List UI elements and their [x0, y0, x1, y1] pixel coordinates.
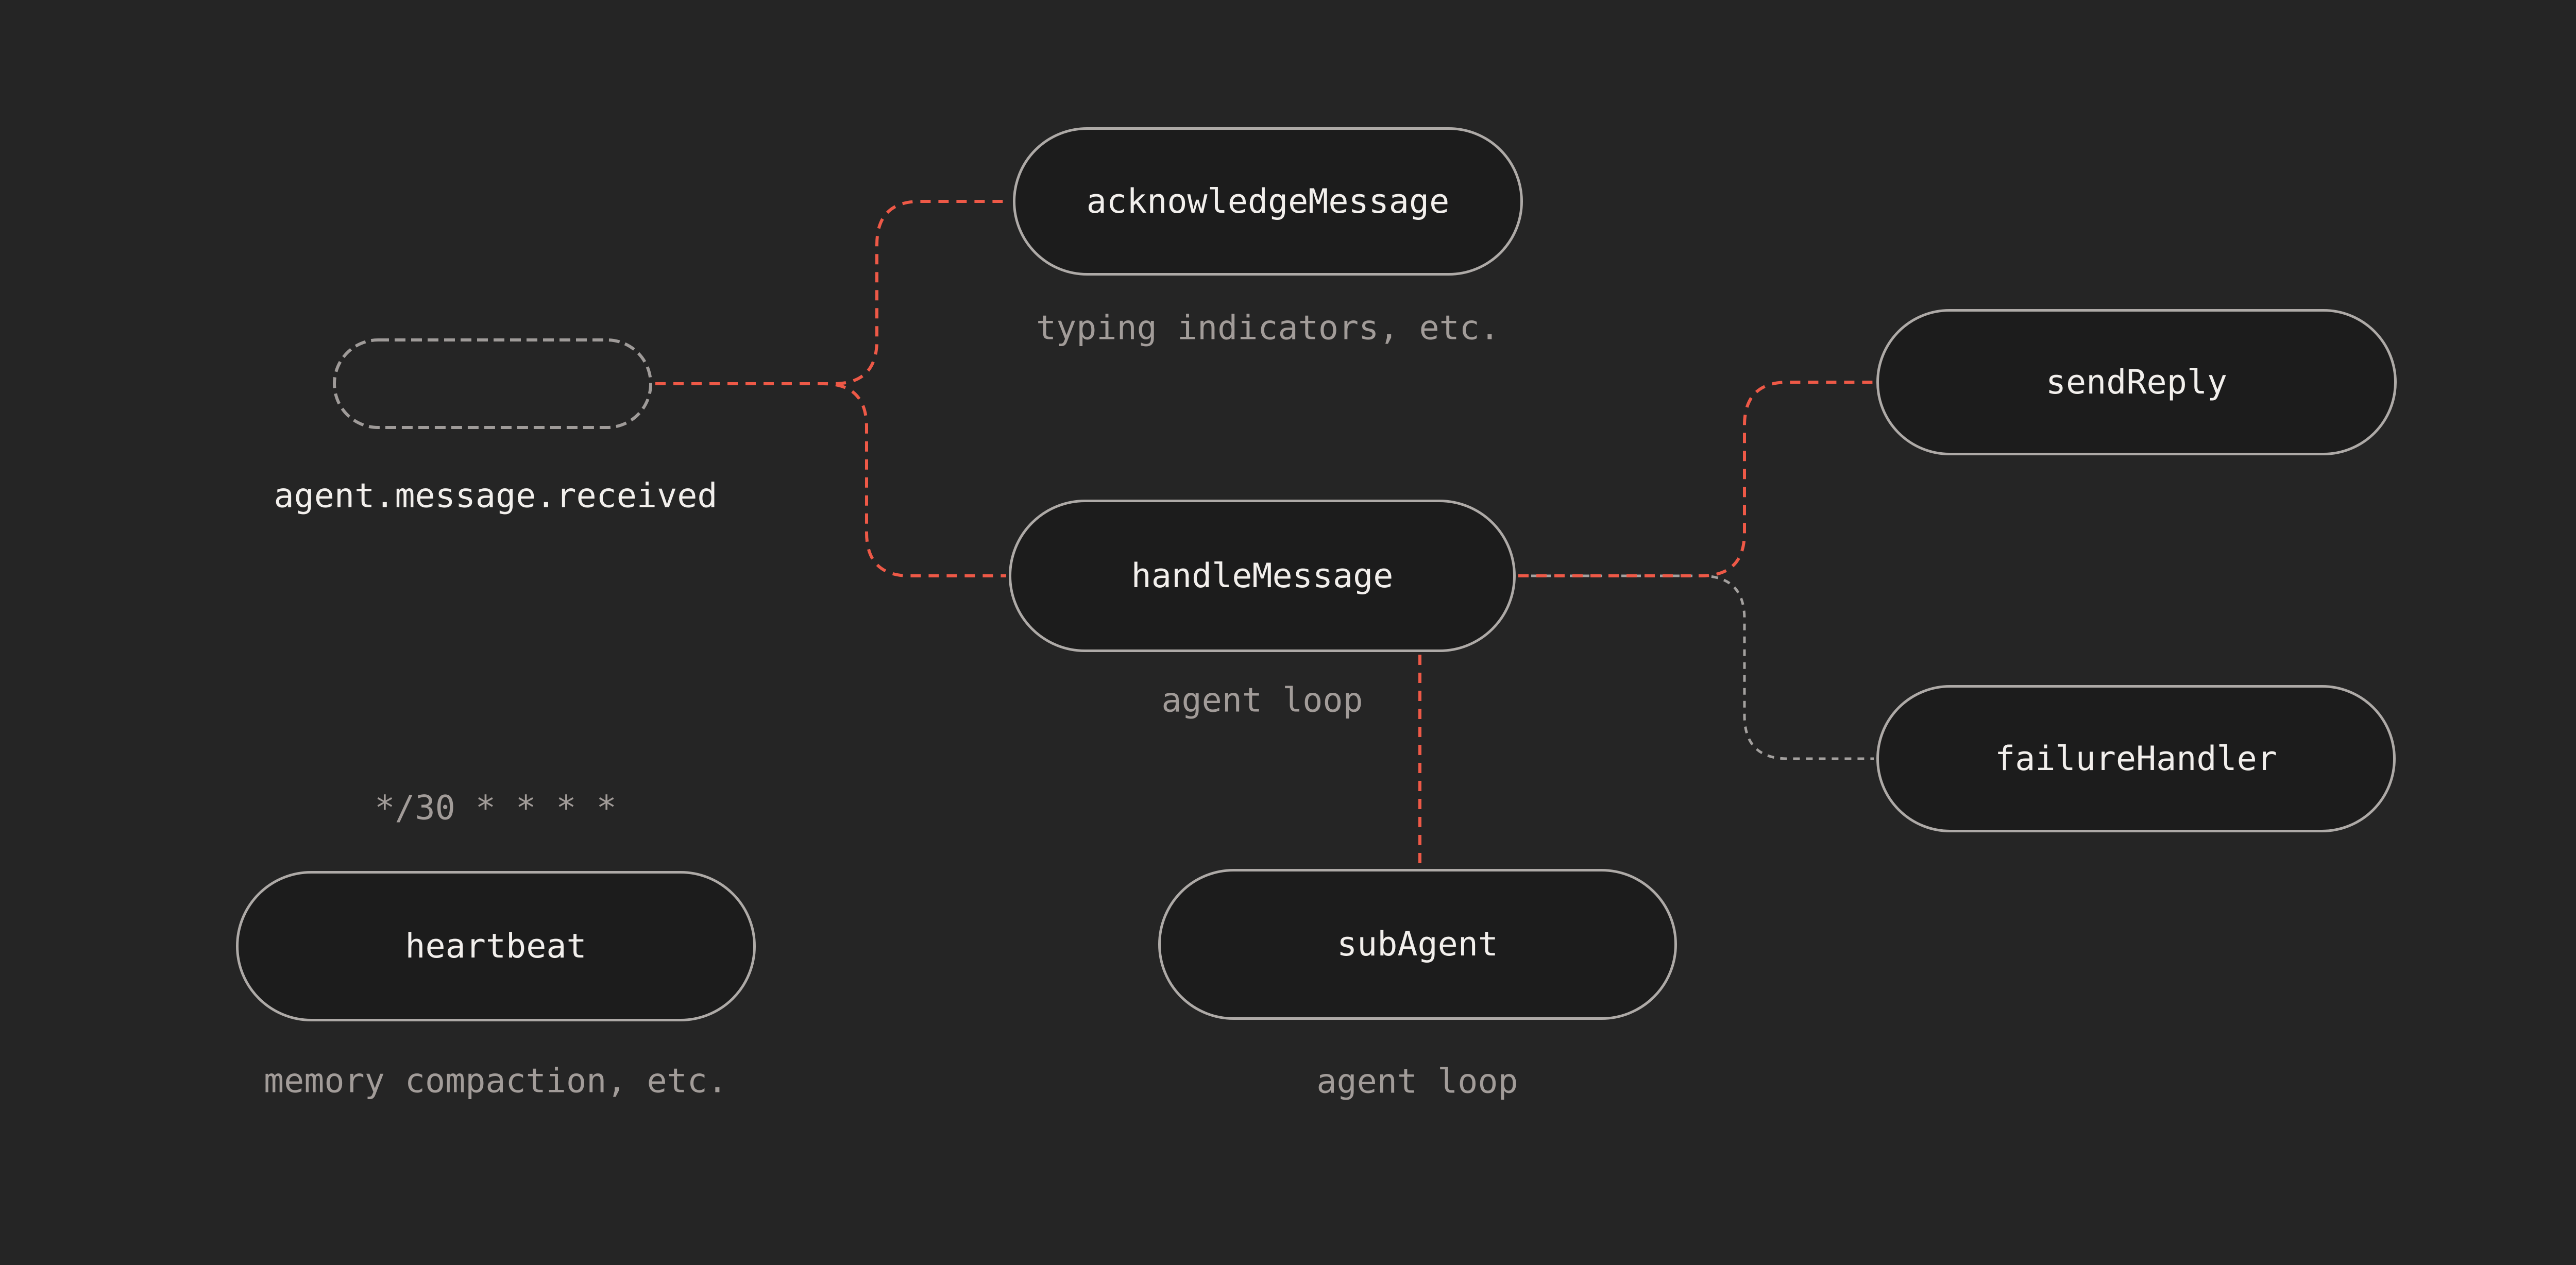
- node-send-reply[interactable]: sendReply: [1876, 309, 2397, 455]
- node-trigger-event[interactable]: [333, 338, 652, 429]
- node-send-reply-label: sendReply: [2045, 363, 2228, 402]
- node-failure-handler[interactable]: failureHandler: [1876, 685, 2396, 832]
- sub-agent-caption: agent loop: [1316, 1062, 1518, 1101]
- node-heartbeat[interactable]: heartbeat: [236, 871, 756, 1021]
- acknowledge-message-caption: typing indicators, etc.: [1036, 309, 1500, 348]
- node-failure-handler-label: failureHandler: [1995, 739, 2277, 778]
- edge-handle-message-to-send-reply[interactable]: [1518, 381, 1874, 577]
- node-acknowledge-message[interactable]: acknowledgeMessage: [1013, 127, 1523, 276]
- node-handle-message-label: handleMessage: [1131, 556, 1394, 595]
- handle-message-caption: agent loop: [1161, 681, 1363, 720]
- node-acknowledge-message-label: acknowledgeMessage: [1086, 182, 1450, 221]
- node-handle-message[interactable]: handleMessage: [1009, 500, 1516, 652]
- node-sub-agent-label: subAgent: [1336, 925, 1499, 964]
- node-sub-agent[interactable]: subAgent: [1158, 869, 1677, 1020]
- node-heartbeat-label: heartbeat: [405, 927, 587, 966]
- edge-trigger-to-handle-message[interactable]: [655, 382, 1006, 577]
- edge-handle-message-to-failure-handler[interactable]: [1518, 574, 1874, 760]
- edge-trigger-to-acknowledge-message[interactable]: [655, 200, 1010, 385]
- heartbeat-caption: memory compaction, etc.: [263, 1062, 728, 1101]
- heartbeat-cron-schedule: */30 * * * *: [375, 789, 617, 828]
- trigger-event-name: agent.message.received: [274, 476, 718, 516]
